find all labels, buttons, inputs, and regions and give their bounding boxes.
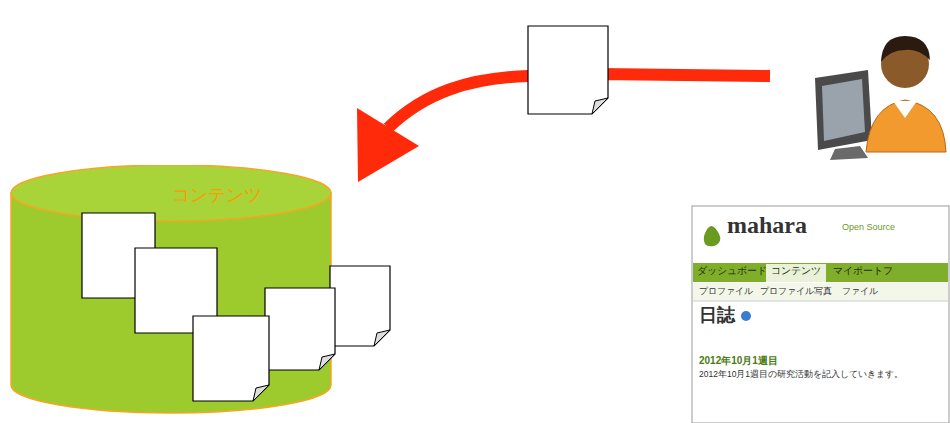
document-icon (528, 26, 608, 114)
screenshot-text: マイポートフ (833, 266, 893, 277)
screenshot-text: 2012年10月1週目 (699, 355, 778, 367)
document-sheet (193, 316, 269, 401)
person-body (866, 100, 946, 152)
monitor-frame (815, 70, 872, 150)
screenshot-text: プロファイル写真 (760, 286, 832, 296)
document-fold (592, 98, 608, 114)
person-hair (881, 36, 930, 62)
screenshot-text: コンテンツ (771, 266, 821, 277)
person-collar (893, 101, 917, 118)
info-icon (741, 311, 751, 321)
document-fold (319, 354, 335, 370)
document-sheet (528, 26, 608, 114)
screenshot (692, 206, 949, 423)
monitor-stand (830, 146, 868, 160)
node-title: コンテンツ (172, 183, 262, 207)
monitor-screen (822, 79, 865, 141)
screenshot-text: mahara (727, 212, 807, 240)
active-tab (766, 264, 826, 282)
screenshot-text: 2012年10月1週目の研究活動を記入していきます。 (699, 370, 903, 380)
screenshot-text: ダッシュボード (697, 266, 767, 277)
user-at-computer-icon (815, 36, 946, 160)
screenshot-text: Open Source (842, 222, 895, 232)
document-sheet (330, 266, 390, 346)
document-fold (253, 385, 269, 401)
cylinder-top (11, 165, 331, 221)
arrow-head (357, 108, 419, 182)
logo-swirl (704, 226, 721, 246)
divider (693, 301, 948, 302)
screenshot-text: 日誌 (699, 305, 735, 326)
document-fold (374, 330, 390, 346)
subtab-bar (693, 283, 948, 301)
screenshot-text: ファイル (842, 286, 878, 296)
tab-bar (693, 263, 948, 282)
screenshot-frame (692, 206, 949, 423)
document-sheet (265, 288, 335, 370)
screenshot-text: プロファイル (699, 286, 753, 296)
